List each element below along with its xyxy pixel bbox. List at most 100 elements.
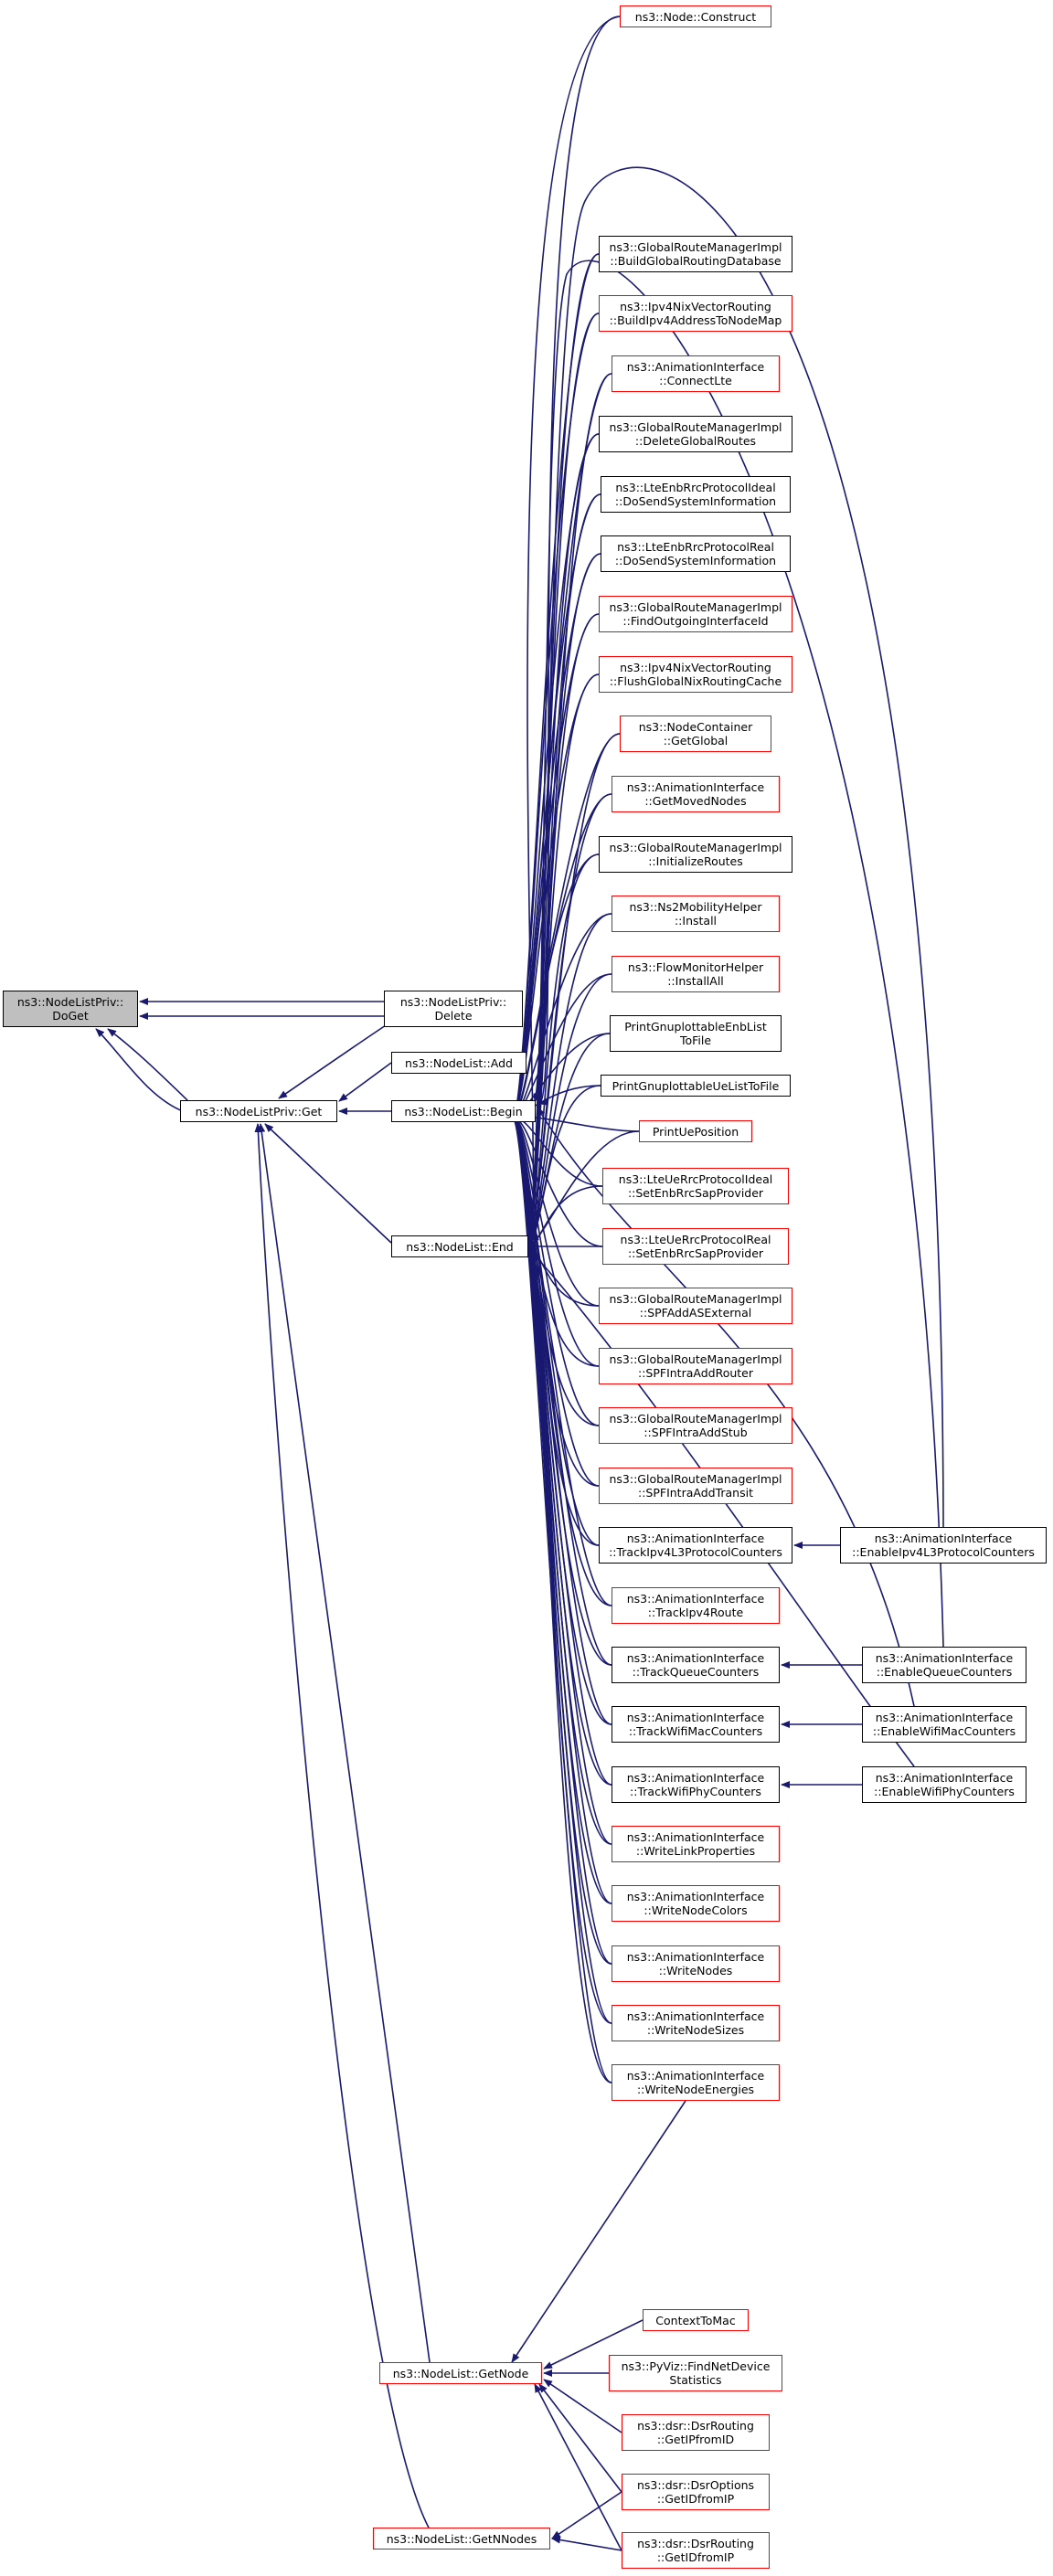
call-edge — [526, 1243, 612, 2083]
call-edge — [278, 1021, 392, 1099]
node-label-line2: ::SPFIntraAddRouter — [637, 1366, 754, 1380]
call-edge — [107, 1028, 188, 1101]
node-nodelist-begin[interactable]: ns3::NodeList::Begin — [391, 1100, 536, 1122]
node-label-line2: ::WriteNodeEnergies — [636, 2083, 755, 2096]
node-label-line2: ::EnableWifiPhyCounters — [874, 1785, 1015, 1798]
node-write-node-colors[interactable]: ns3::AnimationInterface ::WriteNodeColor… — [612, 1885, 780, 1922]
node-write-node-sizes[interactable]: ns3::AnimationInterface ::WriteNodeSizes — [612, 2005, 780, 2041]
node-track-ipv4-l3-counters[interactable]: ns3::AnimationInterface ::TrackIpv4L3Pro… — [599, 1527, 792, 1564]
node-spf-intra-add-stub[interactable]: ns3::GlobalRouteManagerImpl ::SPFIntraAd… — [599, 1407, 792, 1444]
node-track-wifi-phy-counters[interactable]: ns3::AnimationInterface ::TrackWifiPhyCo… — [612, 1766, 780, 1803]
node-label-line1: PrintGnuplottableUeListToFile — [612, 1078, 780, 1093]
node-label-line2: ::SPFAddASExternal — [639, 1306, 752, 1320]
node-dsr-options-get-id-from-ip[interactable]: ns3::dsr::DsrOptions ::GetIDfromIP — [622, 2474, 770, 2510]
node-label-line1: ns3::AnimationInterface — [875, 1651, 1014, 1665]
node-write-nodes[interactable]: ns3::AnimationInterface ::WriteNodes — [612, 1945, 780, 1982]
node-enb-ideal-send-sysinfo[interactable]: ns3::LteEnbRrcProtocolIdeal ::DoSendSyst… — [601, 476, 791, 513]
node-flush-global-nix-routing-cache[interactable]: ns3::Ipv4NixVectorRouting ::FlushGlobalN… — [599, 656, 792, 693]
node-label-line2: ::InitializeRoutes — [648, 854, 743, 868]
node-spf-intra-add-transit[interactable]: ns3::GlobalRouteManagerImpl ::SPFIntraAd… — [599, 1468, 792, 1504]
node-get-global[interactable]: ns3::NodeContainer ::GetGlobal — [620, 716, 771, 752]
node-nodelist-add[interactable]: ns3::NodeList::Add — [391, 1052, 526, 1074]
node-label-line1: ns3::AnimationInterface — [626, 1532, 765, 1545]
node-print-ue-position[interactable]: PrintUePosition — [639, 1120, 752, 1142]
node-label-line2: ToFile — [679, 1034, 712, 1047]
node-context-to-mac[interactable]: ContextToMac — [643, 2309, 749, 2331]
call-edge — [512, 1112, 600, 1307]
node-write-link-properties[interactable]: ns3::AnimationInterface ::WriteLinkPrope… — [612, 1826, 780, 1862]
node-label-line1: ContextToMac — [655, 2313, 736, 2327]
node-track-queue-counters[interactable]: ns3::AnimationInterface ::TrackQueueCoun… — [612, 1647, 780, 1683]
call-edge — [511, 2100, 686, 2363]
node-delete-label-1: ns3::NodeListPriv:: — [399, 995, 507, 1009]
call-edge — [551, 2491, 622, 2539]
node-connect-lte[interactable]: ns3::AnimationInterface ::ConnectLte — [612, 355, 780, 392]
node-label-line2: ::EnableWifiMacCounters — [872, 1724, 1016, 1738]
node-nodelist-getnode[interactable]: ns3::NodeList::GetNode — [379, 2362, 542, 2384]
node-label-line1: ns3::AnimationInterface — [875, 1711, 1014, 1724]
node-ue-list-to-file[interactable]: PrintGnuplottableUeListToFile — [601, 1075, 791, 1097]
node-label-line1: ns3::dsr::DsrOptions — [636, 2478, 755, 2492]
node-doget-label-1: ns3::NodeListPriv:: — [16, 995, 124, 1009]
node-label-line1: ns3::AnimationInterface — [626, 1950, 765, 1964]
node-spf-intra-add-router[interactable]: ns3::GlobalRouteManagerImpl ::SPFIntraAd… — [599, 1348, 792, 1384]
node-enable-queue-counters[interactable]: ns3::AnimationInterface ::EnableQueueCou… — [862, 1647, 1026, 1683]
node-enb-real-send-sysinfo[interactable]: ns3::LteEnbRrcProtocolReal ::DoSendSyste… — [601, 535, 791, 572]
node-construct-label: ns3::Node::Construct — [634, 9, 757, 24]
call-edge — [338, 1062, 392, 1102]
call-edge — [95, 1028, 184, 1112]
node-ns2-install[interactable]: ns3::Ns2MobilityHelper ::Install — [612, 896, 780, 932]
node-initialize-routes[interactable]: ns3::GlobalRouteManagerImpl ::Initialize… — [599, 836, 792, 873]
node-construct[interactable]: ns3::Node::Construct — [620, 5, 771, 27]
node-label-line1: ns3::FlowMonitorHelper — [627, 960, 764, 974]
node-label-line2: ::ConnectLte — [659, 374, 732, 387]
node-label-line1: ns3::AnimationInterface — [874, 1532, 1013, 1545]
node-label-line1: ns3::GlobalRouteManagerImpl — [609, 420, 782, 434]
node-find-outgoing-interface-id[interactable]: ns3::GlobalRouteManagerImpl ::FindOutgoi… — [599, 596, 792, 632]
node-label-line2: ::TrackQueueCounters — [632, 1665, 760, 1679]
node-enable-wifi-mac-counters[interactable]: ns3::AnimationInterface ::EnableWifiMacC… — [862, 1706, 1026, 1743]
node-label-line1: ns3::GlobalRouteManagerImpl — [609, 1352, 782, 1366]
node-label-line1: ns3::AnimationInterface — [626, 1890, 765, 1903]
node-nodelist-add-label: ns3::NodeList::Add — [405, 1055, 513, 1070]
node-label-line1: ns3::GlobalRouteManagerImpl — [609, 1412, 782, 1426]
node-label-line1: ns3::LteUeRrcProtocolIdeal — [618, 1172, 773, 1186]
node-write-node-energies[interactable]: ns3::AnimationInterface ::WriteNodeEnerg… — [612, 2064, 780, 2101]
node-label-line2: ::WriteLinkProperties — [635, 1844, 756, 1858]
node-label-line1: ns3::AnimationInterface — [875, 1771, 1014, 1785]
node-label-line1: PrintUePosition — [652, 1124, 739, 1139]
node-ue-real-set-sap[interactable]: ns3::LteUeRrcProtocolReal ::SetEnbRrcSap… — [602, 1228, 789, 1265]
node-track-wifi-mac-counters[interactable]: ns3::AnimationInterface ::TrackWifiMacCo… — [612, 1706, 780, 1743]
node-label-line2: ::SPFIntraAddTransit — [637, 1486, 753, 1500]
node-label-line1: ns3::AnimationInterface — [626, 1592, 765, 1606]
node-nodelistpriv-get[interactable]: ns3::NodeListPriv::Get — [180, 1100, 337, 1122]
node-dsr-routing-get-id-from-ip[interactable]: ns3::dsr::DsrRouting ::GetIDfromIP — [622, 2532, 770, 2569]
node-dsr-routing-get-ip-from-id[interactable]: ns3::dsr::DsrRouting ::GetIPfromID — [622, 2414, 770, 2451]
node-label-line2: ::TrackWifiMacCounters — [628, 1724, 763, 1738]
node-enable-ipv4-l3-counters[interactable]: ns3::AnimationInterface ::EnableIpv4L3Pr… — [840, 1527, 1047, 1564]
node-enable-wifi-phy-counters[interactable]: ns3::AnimationInterface ::EnableWifiPhyC… — [862, 1766, 1026, 1803]
call-edge — [512, 1112, 612, 2083]
node-label-line2: ::FlushGlobalNixRoutingCache — [609, 674, 782, 688]
node-enb-list-to-file[interactable]: PrintGnuplottableEnbList ToFile — [610, 1015, 782, 1052]
node-delete-global-routes[interactable]: ns3::GlobalRouteManagerImpl ::DeleteGlob… — [599, 416, 792, 452]
node-pyviz-find-net-device-stats[interactable]: ns3::PyViz::FindNetDevice Statistics — [609, 2355, 782, 2391]
node-label-line1: ns3::Ipv4NixVectorRouting — [620, 661, 771, 674]
node-delete-label-2: Delete — [434, 1009, 473, 1023]
node-install-all[interactable]: ns3::FlowMonitorHelper ::InstallAll — [612, 956, 780, 992]
node-nodelist-getnnodes[interactable]: ns3::NodeList::GetNNodes — [373, 2528, 550, 2549]
node-nodelist-end[interactable]: ns3::NodeList::End — [391, 1235, 528, 1257]
node-label-line2: ::GetGlobal — [663, 734, 729, 747]
node-delete[interactable]: ns3::NodeListPriv:: Delete — [384, 991, 523, 1027]
node-build-ipv4-address-to-node-map[interactable]: ns3::Ipv4NixVectorRouting ::BuildIpv4Add… — [599, 295, 792, 332]
node-ue-ideal-set-sap[interactable]: ns3::LteUeRrcProtocolIdeal ::SetEnbRrcSa… — [602, 1168, 789, 1204]
node-track-ipv4-route[interactable]: ns3::AnimationInterface ::TrackIpv4Route — [612, 1587, 780, 1624]
call-edge — [526, 16, 621, 1240]
node-get-moved-nodes[interactable]: ns3::AnimationInterface ::GetMovedNodes — [612, 776, 780, 812]
node-doget[interactable]: ns3::NodeListPriv:: DoGet — [3, 991, 138, 1027]
node-label-line2: ::TrackWifiPhyCounters — [630, 1785, 761, 1798]
node-label-line2: ::TrackIpv4L3ProtocolCounters — [609, 1545, 782, 1559]
node-spf-add-as-external[interactable]: ns3::GlobalRouteManagerImpl ::SPFAddASEx… — [599, 1288, 792, 1324]
node-build-global-routing-db[interactable]: ns3::GlobalRouteManagerImpl ::BuildGloba… — [599, 236, 792, 272]
node-label-line1: ns3::GlobalRouteManagerImpl — [609, 240, 782, 254]
